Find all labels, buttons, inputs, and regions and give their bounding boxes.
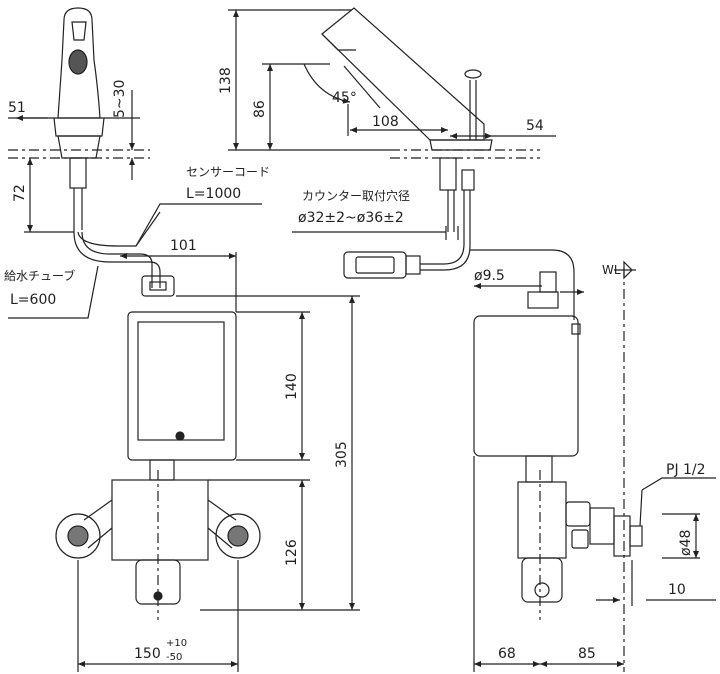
- dim-86: 86: [252, 100, 268, 118]
- front-view: [8, 7, 261, 620]
- dim-72: 72: [12, 184, 28, 202]
- dim-85: 85: [578, 646, 596, 662]
- tolerance-minus: -50: [166, 652, 182, 663]
- dim-101: 101: [170, 238, 197, 254]
- water-tube-label: 給水チューブ: [4, 268, 75, 283]
- dim-54: 54: [526, 118, 544, 134]
- water-tube-length: L=600: [10, 292, 56, 308]
- dim-51: 51: [8, 100, 26, 116]
- counter-hole-label: カウンター取付穴径: [302, 188, 410, 203]
- dim-48: ø48: [678, 530, 694, 556]
- dim-126: 126: [284, 539, 300, 566]
- dim-10: 10: [668, 582, 686, 598]
- dim-108: 108: [372, 114, 399, 130]
- dim-5-30: 5~30: [112, 80, 128, 118]
- counter-hole-diameter: ø32±2~ø36±2: [298, 210, 404, 226]
- dim-138: 138: [218, 67, 234, 94]
- dim-305: 305: [334, 441, 350, 468]
- water-level-triangle-icon: [623, 260, 633, 280]
- dim-150: 150: [134, 646, 161, 662]
- dim-45-degrees: 45°: [332, 90, 357, 106]
- dim-68: 68: [498, 646, 516, 662]
- pipe-thread-label: PJ 1/2: [666, 462, 706, 478]
- water-level-label: WL: [602, 263, 621, 277]
- tolerance-plus: +10: [166, 638, 187, 649]
- side-view: [321, 7, 643, 672]
- sensor-cord-length: L=1000: [186, 186, 241, 202]
- dim-140: 140: [284, 373, 300, 400]
- sensor-cord-label: センサーコード: [186, 165, 270, 179]
- dim-9-5: ø9.5: [474, 268, 505, 284]
